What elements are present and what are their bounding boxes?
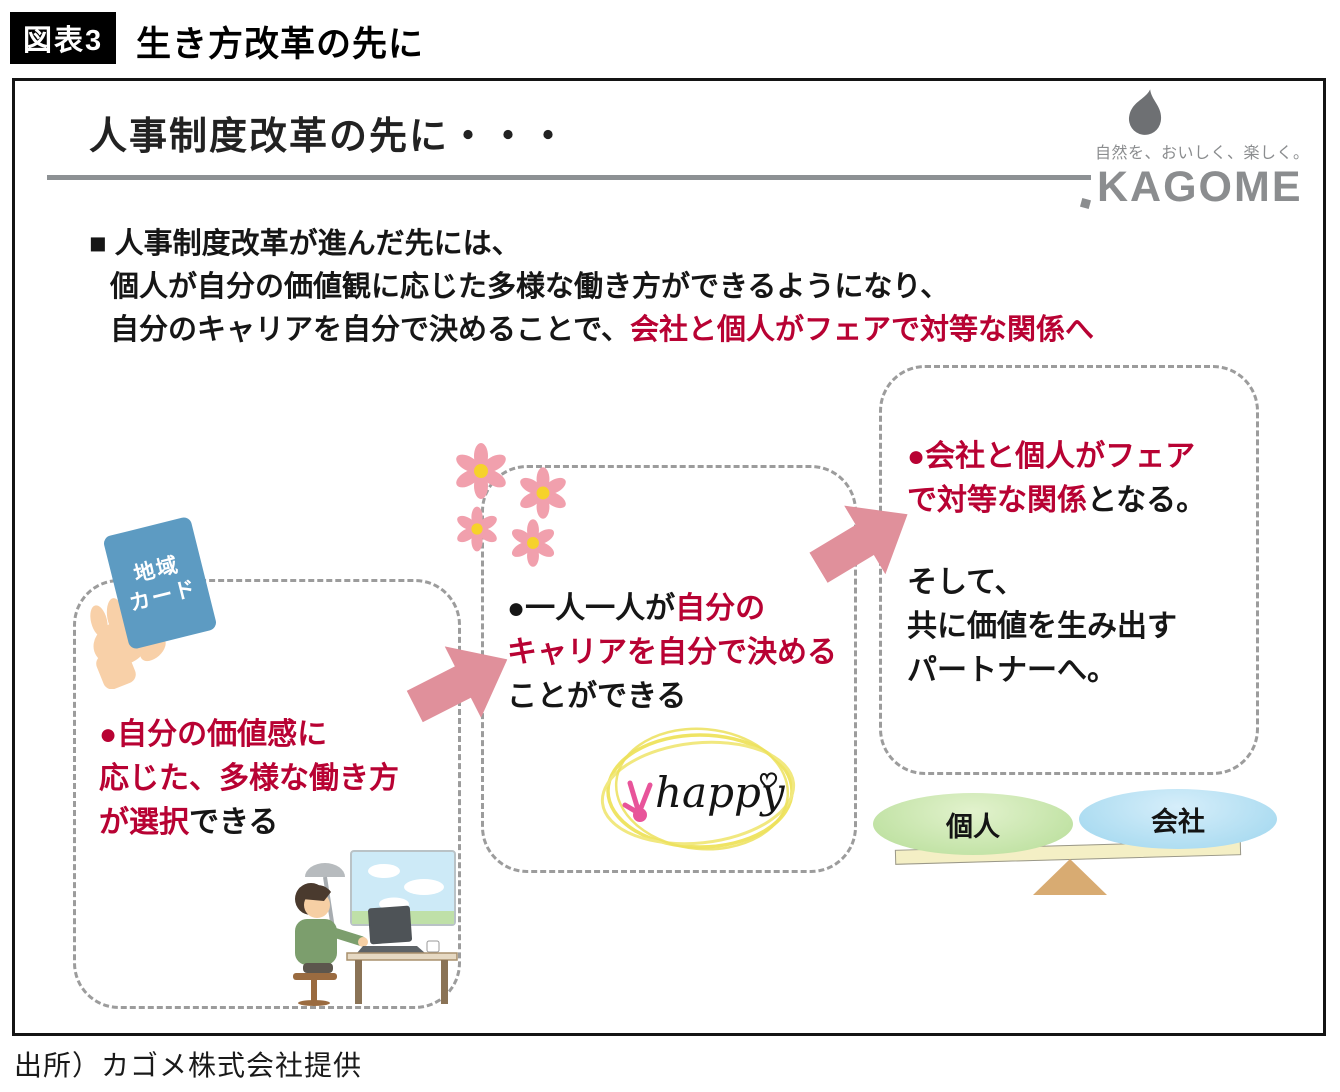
stage3-sub-line-3: パートナーへ。: [907, 654, 1117, 687]
stage-box-1: [73, 579, 461, 1009]
stage1-line-3-black: できる: [189, 806, 279, 839]
stage2-line-1-red: 自分の: [675, 592, 766, 625]
scale-ellipse-individual: 個人: [873, 793, 1073, 855]
stage1-line-3: が選択できる: [99, 801, 399, 845]
stage2-line-1: ●一人一人が自分の: [507, 587, 837, 631]
stage3-sub-line-2: 共に価値を生み出す: [907, 610, 1177, 643]
lead-highlight: 会社と個人がフェアで対等な関係へ: [629, 314, 1094, 346]
stage2-line-1-black: ●一人一人が: [507, 592, 676, 625]
kagome-tomato-icon: [1128, 89, 1162, 135]
flowers-icon: [456, 443, 566, 567]
kagome-tagline: 自然を、おいしく、楽しく。: [1091, 139, 1314, 163]
stage1-line-2: 応じた、多様な働き方: [99, 762, 399, 795]
figure-title: 生き方改革の先に: [136, 25, 425, 64]
person-at-laptop-illustration: [293, 850, 458, 1006]
lead-line-3: 自分のキャリアを自分で決めることで、会社と個人がフェアで対等な関係へ: [89, 309, 1094, 352]
logo-dot-icon: [1079, 197, 1092, 210]
lead-paragraph: ■ 人事制度改革が進んだ先には、 個人が自分の価値観に応じた多様な働き方ができる…: [89, 223, 1094, 352]
stage2-line-2: キャリアを自分で決める: [507, 636, 837, 669]
title-underline: [47, 175, 1299, 180]
stage1-text: ●自分の価値感に 応じた、多様な働き方 が選択できる: [99, 713, 399, 845]
stage3-line-1: ●会社と個人がフェア: [907, 440, 1196, 473]
lead-line-1: ■ 人事制度改革が進んだ先には、: [89, 228, 521, 260]
stage3-sub-line-1: そして、: [907, 566, 1025, 599]
stage3-line-2: で対等な関係となる。: [907, 479, 1206, 523]
stage3-text: ●会社と個人がフェア で対等な関係となる。: [907, 435, 1206, 523]
scale-fulcrum-icon: [1033, 859, 1107, 895]
stage-box-3: [879, 365, 1259, 775]
stage2-text: ●一人一人が自分の キャリアを自分で決める ことができる: [507, 587, 837, 719]
stage1-line-3-red: が選択: [99, 806, 189, 839]
figure-number-badge: 図表3: [10, 12, 117, 64]
source-note: 出所）カゴメ株式会社提供: [14, 1051, 363, 1082]
happy-text: happy: [655, 768, 786, 817]
scale-label-individual: 個人: [946, 811, 1000, 842]
stage3-line-2-black: となる。: [1087, 484, 1207, 517]
scale-ellipse-company: 会社: [1079, 789, 1277, 849]
slide-title: 人事制度改革の先に・・・: [89, 116, 570, 158]
stage3-subtext: そして、 共に価値を生み出す パートナーへ。: [907, 561, 1177, 693]
slide-frame: 人事制度改革の先に・・・ 自然を、おいしく、楽しく。 KAGOME ■ 人事制度…: [12, 78, 1326, 1036]
stage2-line-3: ことができる: [507, 680, 687, 713]
happy-doodle: happy: [600, 727, 796, 851]
stage3-line-2-red: で対等な関係: [907, 484, 1087, 517]
lead-line-3-plain: 自分のキャリアを自分で決めることで、: [110, 314, 630, 346]
scale-label-company: 会社: [1151, 806, 1205, 837]
stage1-line-1: ●自分の価値感に: [99, 718, 328, 751]
lead-line-2: 個人が自分の価値観に応じた多様な働き方ができるようになり、: [110, 271, 950, 303]
kagome-wordmark: KAGOME: [1091, 163, 1309, 212]
heart-icon: [759, 772, 778, 792]
